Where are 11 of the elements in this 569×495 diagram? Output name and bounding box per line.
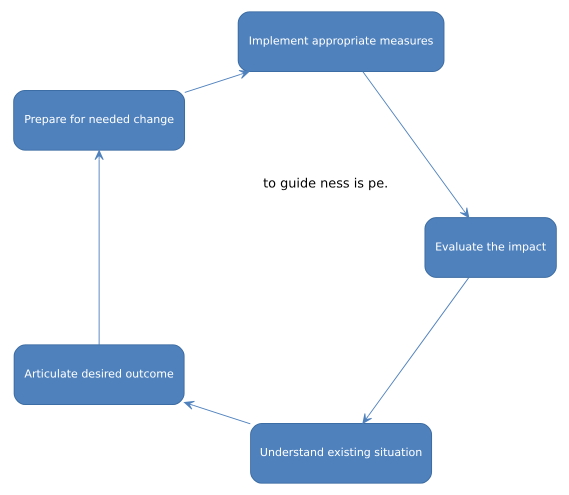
node-box: Prepare for needed change <box>12 90 185 151</box>
arrow <box>362 71 469 218</box>
arrow <box>183 400 250 424</box>
node-box: Evaluate the impact <box>424 217 556 278</box>
arrow <box>184 70 249 93</box>
node-box: Understand existing situation <box>250 423 432 484</box>
node-box: Articulate desired outcome <box>13 344 184 406</box>
arrow <box>362 276 469 424</box>
arrow <box>94 150 104 346</box>
label: to guide ness is pe. <box>262 176 388 192</box>
node-box: Implement appropriate measures <box>237 11 444 72</box>
